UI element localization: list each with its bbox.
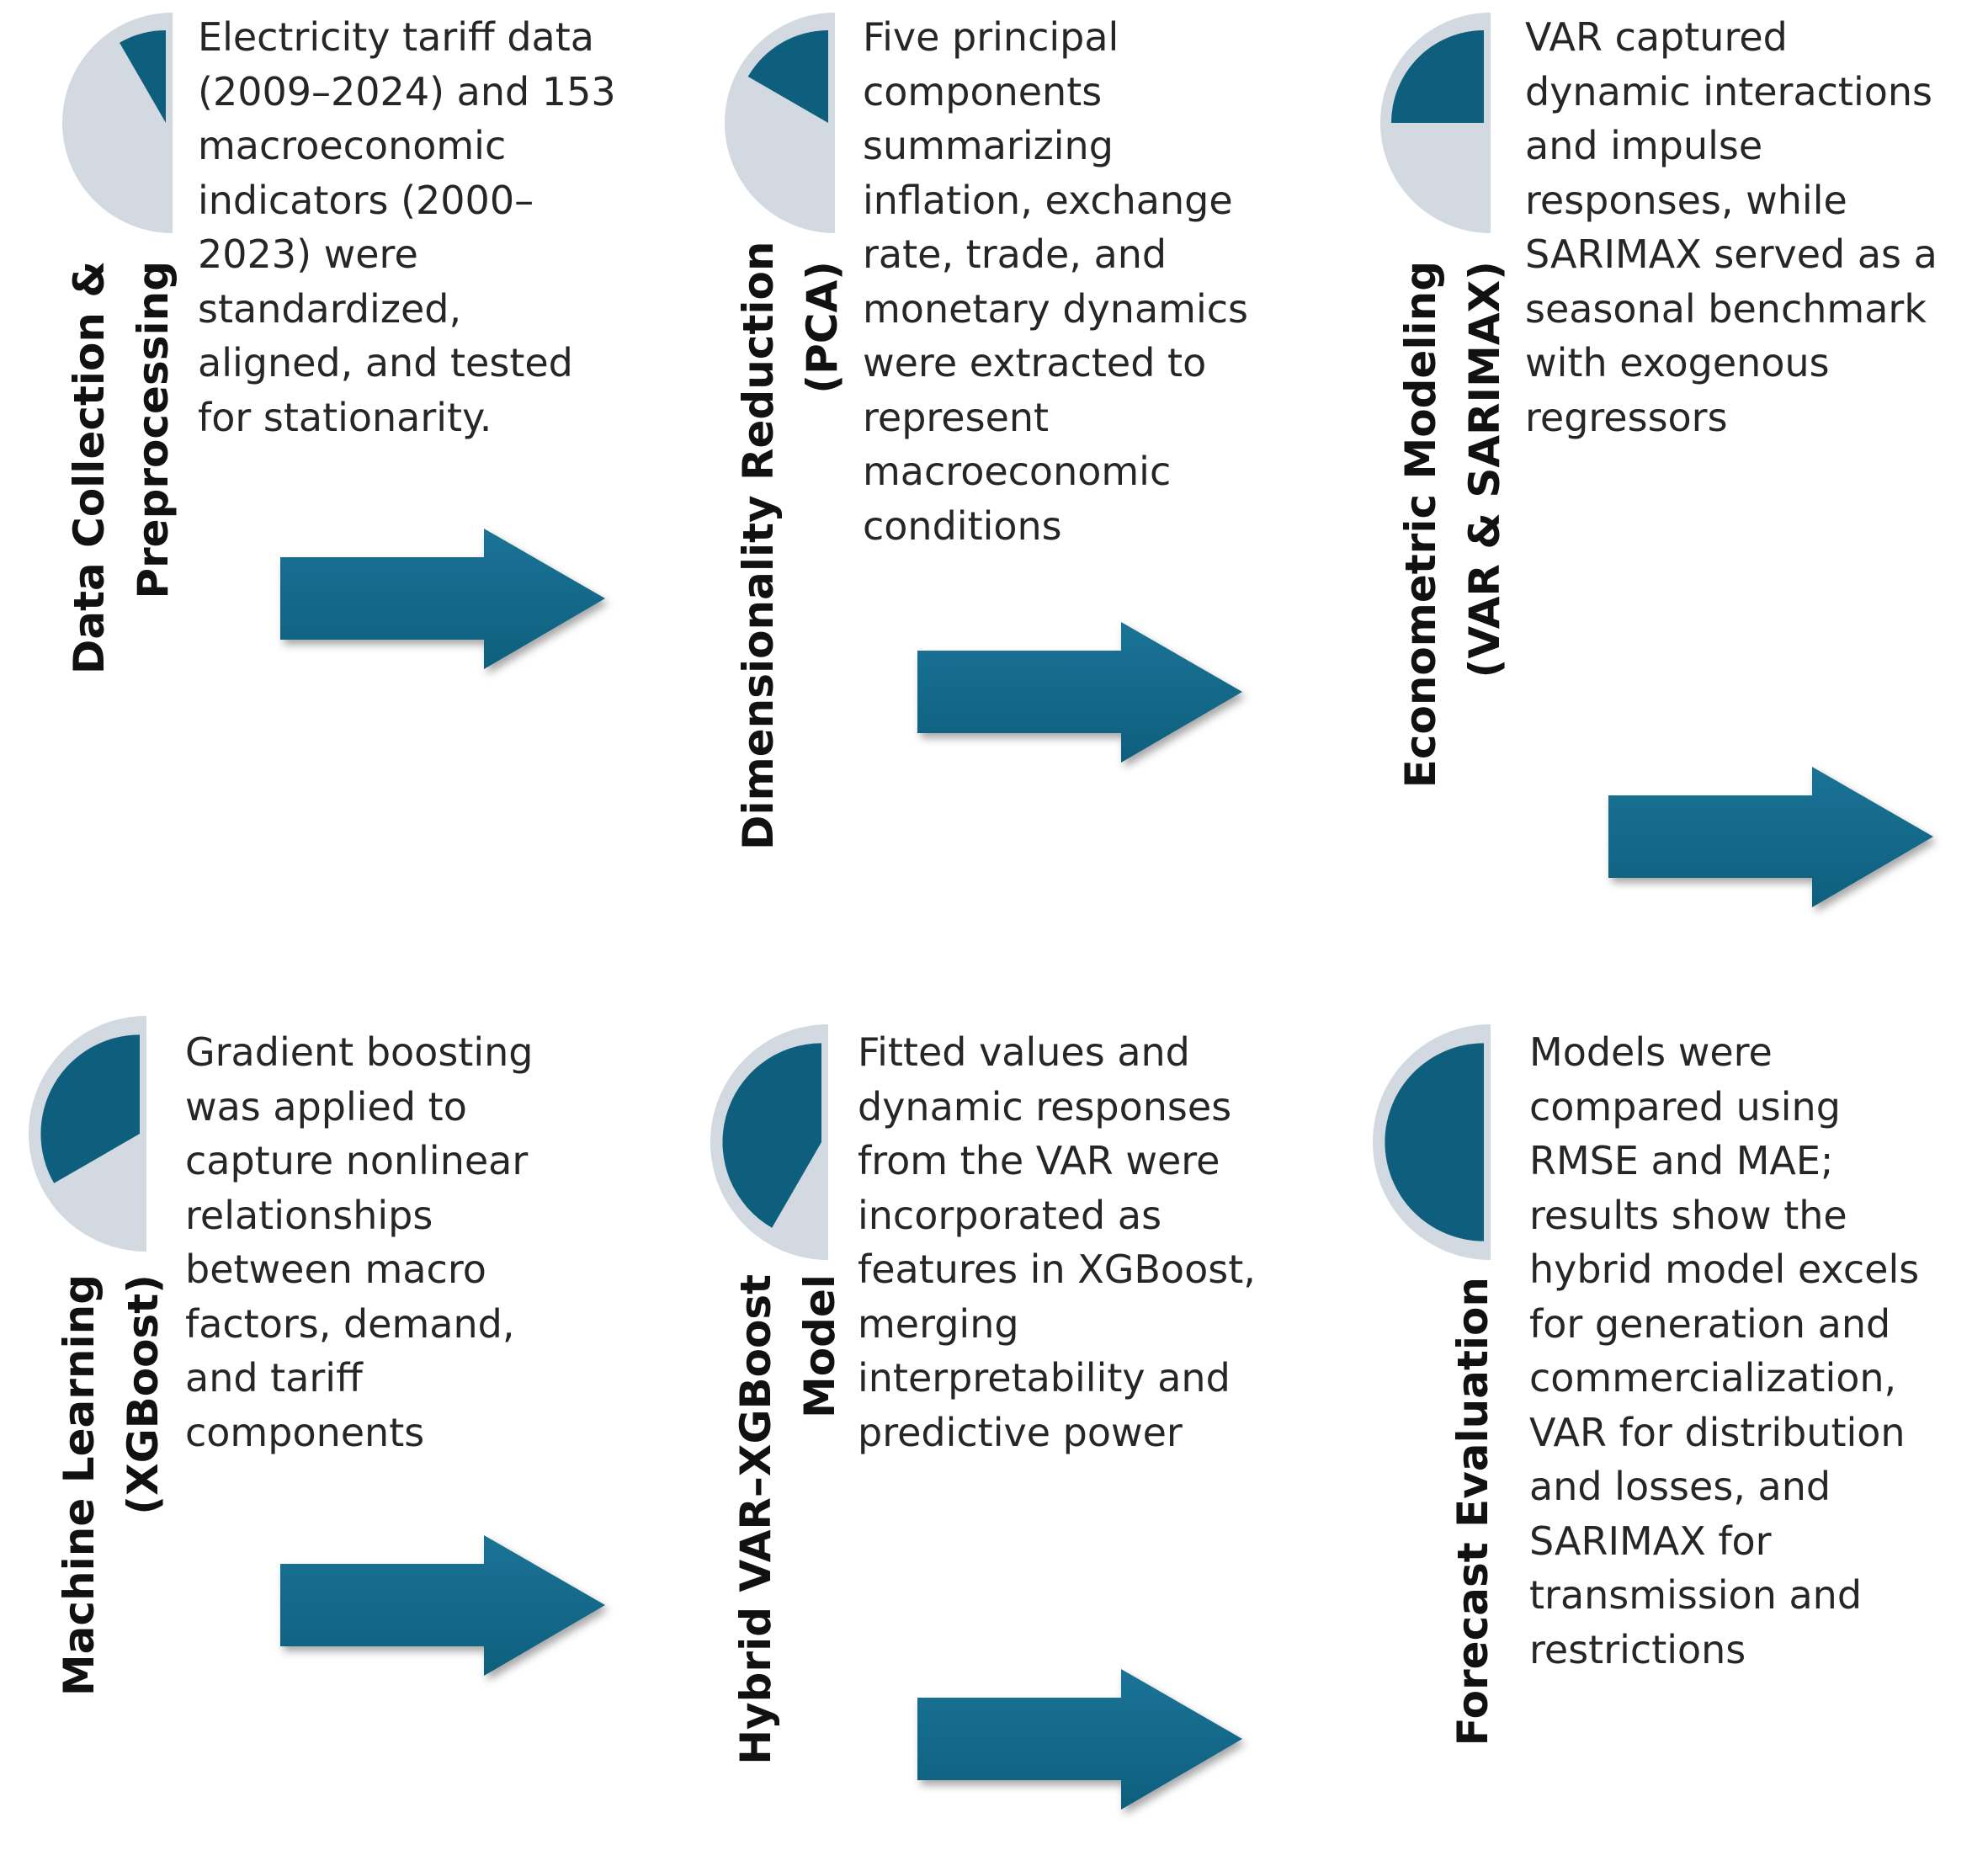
step-description-line: SARIMAX served as a [1525,231,1938,277]
arrow-right-icon [280,1535,605,1676]
step-description-line: macroeconomic [863,449,1172,494]
step-title: Econometric Modeling (VAR & SARIMAX) [1389,261,1517,850]
step-description-line: responses, while [1525,177,1847,223]
step-title-line: Dimensionality Reduction [734,241,783,850]
step-title-line: (XGBoost) [119,1274,167,1515]
step-description-line: macroeconomic [198,123,507,168]
step-description-line: standardized, [198,285,462,332]
step-description-line: represent [863,394,1050,440]
step-description-line: Gradient boosting [185,1029,534,1075]
step-title-line: Machine Learning [55,1274,104,1697]
step-description: Electricity tariff data (2009–2024) and 1… [198,10,616,444]
step-description-line: (2009–2024) and 153 [198,68,616,114]
progress-pie-icon [29,1016,146,1252]
pie-wedge [120,29,166,123]
step-description-line: incorporated as [858,1192,1162,1238]
step-description-line: conditions [863,502,1062,549]
pie-wedge [40,1034,140,1183]
step-description-line: VAR for distribution [1529,1409,1906,1455]
step-description-line: Models were [1529,1029,1773,1075]
step-description-line: Fitted values and [858,1029,1190,1075]
step-description-line: for stationarity. [198,394,492,440]
step-description-line: restrictions [1529,1626,1746,1672]
pie-wedge [722,1043,821,1228]
step-description-line: between macro [185,1247,486,1292]
progress-pie-icon [725,13,835,233]
step-description-line: indicators (2000– [198,177,534,223]
step-description-line: inflation, exchange [863,177,1233,223]
step-description-line: interpretability and [858,1355,1231,1401]
step-description-line: components [863,68,1103,114]
step-title-line: Model [795,1274,844,1418]
arrow-right-icon [1608,767,1933,907]
step-description-line: dynamic interactions [1525,68,1933,114]
step-description-line: SARIMAX for [1529,1518,1772,1564]
step-description-line: with exogenous [1525,340,1830,385]
step-description-line: transmission and [1529,1572,1863,1618]
step-title: Hybrid VAR–XGBoost Model [724,1274,852,1863]
step-title-line: Hybrid VAR–XGBoost [731,1274,780,1765]
step-description-line: rate, trade, and [863,231,1167,277]
step-title-line: Data Collection & [65,261,114,675]
step-description-line: RMSE and MAE; [1529,1138,1834,1183]
step-description-line: compared using [1529,1083,1841,1130]
step-description-line: factors, demand, [185,1300,515,1347]
step-description-line: for generation and [1529,1300,1891,1347]
step-title: Machine Learning (XGBoost) [47,1274,175,1863]
step-description-line: results show the [1529,1192,1847,1238]
step-title: Data Collection & Preprocessing [57,261,185,850]
step-description-line: seasonal benchmark [1525,285,1927,332]
step-description-line: Five principal [863,14,1119,60]
step-description-line: Electricity tariff data [198,14,594,60]
step-description-line: VAR captured [1525,14,1788,60]
step-description-line: and losses, and [1529,1464,1831,1509]
step-description: Five principal components summarizing infla… [863,10,1248,553]
step-description-line: aligned, and tested [198,340,573,385]
step-description-line: monetary dynamics [863,285,1249,332]
step-description-line: hybrid model excels [1529,1247,1920,1292]
arrow-right-icon [917,1669,1242,1810]
step-description-line: 2023) were [198,231,418,277]
step-description-line: from the VAR were [858,1138,1220,1183]
step-title-line: (VAR & SARIMAX) [1460,261,1509,678]
step-title: Dimensionality Reduction (PCA) [726,241,854,850]
pie-wedge [1385,1043,1484,1241]
pie-wedge [747,29,828,123]
progress-pie-icon [1380,13,1491,233]
step-title-line: (PCA) [798,261,847,394]
step-description-line: predictive power [858,1409,1183,1455]
progress-pie-icon [62,13,173,233]
step-description-line: regressors [1525,394,1728,440]
step-title-line: Preprocessing [129,261,178,599]
progress-pie-icon [710,1024,828,1260]
step-description: VAR captured dynamic interactions and impu… [1525,10,1938,444]
step-title-line: Forecast Evaluation [1448,1277,1497,1746]
step-description: Fitted values and dynamic responses from t… [858,1025,1256,1459]
step-title-line: Econometric Modeling [1396,261,1445,789]
arrow-right-icon [917,622,1242,763]
step-description-line: was applied to [185,1083,467,1130]
step-description-line: capture nonlinear [185,1138,529,1183]
progress-pie-icon [1373,1024,1491,1260]
step-description-line: features in XGBoost, [858,1247,1256,1292]
step-description-line: relationships [185,1192,433,1238]
step-description-line: merging [858,1300,1019,1347]
step-description: Gradient boosting was applied to capture n… [185,1025,533,1459]
step-description-line: summarizing [863,123,1114,168]
step-description-line: components [185,1409,425,1455]
step-description-line: commercialization, [1529,1355,1897,1401]
step-title: Forecast Evaluation [1441,1277,1505,1866]
step-description-line: dynamic responses [858,1083,1232,1130]
arrow-right-icon [280,529,605,669]
step-description-line: and tariff [185,1355,363,1401]
pie-wedge [1391,29,1484,123]
step-description-line: were extracted to [863,340,1207,385]
step-description-line: and impulse [1525,123,1763,168]
